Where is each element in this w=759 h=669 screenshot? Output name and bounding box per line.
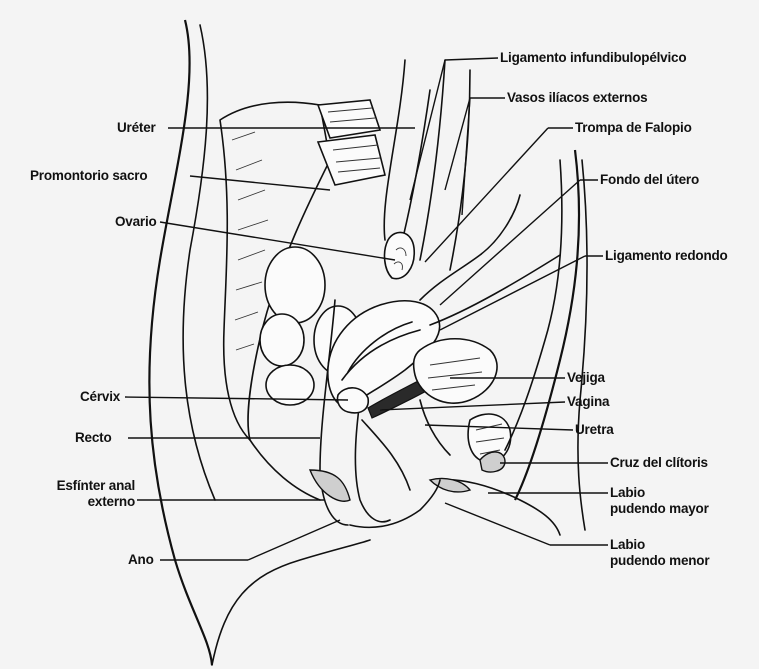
- label-fondo-del-utero: Fondo del útero: [600, 172, 699, 188]
- vertebra-upper: [318, 100, 380, 138]
- label-labio-pudendo-mayor: Labio pudendo mayor: [610, 485, 709, 517]
- anterior-abdominal-wall: [515, 150, 579, 500]
- round-ligament: [430, 255, 560, 325]
- label-uretra: Uretra: [575, 422, 614, 438]
- label-labio-menor-line2: pudendo menor: [610, 553, 709, 569]
- label-ureter: Uréter: [117, 120, 156, 136]
- label-cruz-del-clitoris: Cruz del clítoris: [610, 455, 708, 471]
- perineum-line: [350, 480, 440, 527]
- label-ovario: Ovario: [115, 214, 157, 230]
- ureter-path: [384, 60, 405, 240]
- iliac-vessel-2: [450, 70, 470, 270]
- vertebra-promontory: [318, 135, 385, 185]
- label-esfinter-anal-externo: Esfínter anal externo: [30, 478, 135, 510]
- vagina-wall: [362, 420, 410, 490]
- label-ligamento-redondo: Ligamento redondo: [605, 248, 728, 264]
- buttock-contour: [212, 540, 370, 665]
- posterior-body-contour: [149, 20, 212, 665]
- label-vasos-iliacos-externos: Vasos ilíacos externos: [507, 90, 647, 106]
- label-vagina: Vagina: [567, 394, 609, 410]
- ovary-shape: [385, 232, 415, 278]
- bladder-shape: [414, 339, 497, 403]
- label-labio-mayor-line1: Labio: [610, 485, 709, 501]
- label-labio-mayor-line2: pudendo mayor: [610, 501, 709, 517]
- leader-lines: [125, 58, 608, 560]
- bowel-loop-2: [260, 314, 304, 366]
- label-ano: Ano: [128, 552, 154, 568]
- label-vejiga: Vejiga: [567, 370, 605, 386]
- label-labio-menor-line1: Labio: [610, 537, 709, 553]
- sacrum-hatching: [232, 132, 268, 350]
- label-cervix: Cérvix: [80, 389, 120, 405]
- bowel-loop-1: [265, 247, 325, 323]
- label-labio-pudendo-menor: Labio pudendo menor: [610, 537, 709, 569]
- anal-sphincter: [310, 470, 350, 501]
- label-promontorio-sacro: Promontorio sacro: [30, 168, 147, 184]
- iliac-vessel-1: [420, 60, 445, 260]
- label-ligamento-infundibulopelvico: Ligamento infundibulopélvico: [500, 50, 686, 66]
- label-esfinter-line1: Esfínter anal: [30, 478, 135, 494]
- label-recto: Recto: [75, 430, 112, 446]
- label-trompa-de-falopio: Trompa de Falopio: [575, 120, 692, 136]
- label-esfinter-line2: externo: [30, 494, 135, 510]
